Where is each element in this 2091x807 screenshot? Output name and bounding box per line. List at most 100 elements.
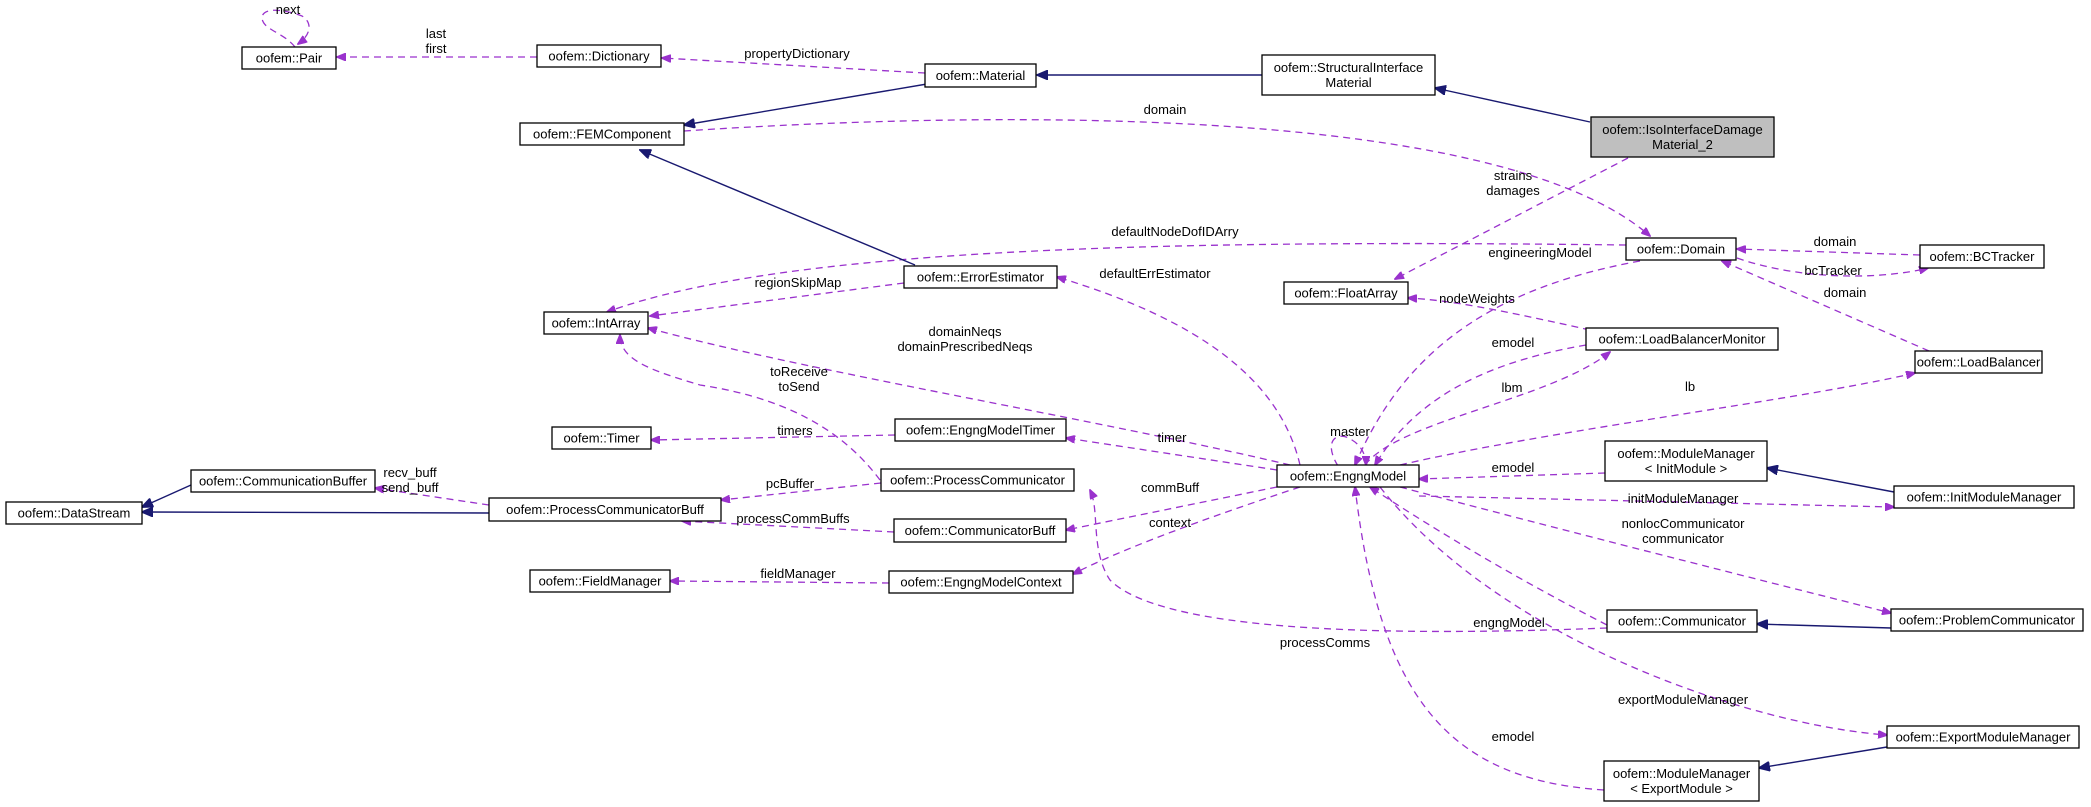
class-node-box	[1261, 54, 1436, 96]
class-node-label: oofem::ErrorEstimator	[917, 270, 1045, 285]
usage-edge-field-manager	[670, 581, 890, 583]
usage-edge-to-receive-send	[620, 335, 881, 481]
class-node-timer[interactable]: oofem::Timer	[551, 426, 652, 450]
usage-edge-recv-send-buff	[375, 488, 490, 506]
edge-label-comm-buff: commBuff	[1141, 480, 1200, 495]
class-node-bctracker[interactable]: oofem::BCTracker	[1919, 244, 2045, 269]
class-node-combuff[interactable]: oofem::CommunicatorBuff	[893, 518, 1067, 543]
class-node-box	[190, 469, 376, 493]
edge-label-pc-buffer: pcBuffer	[766, 476, 815, 491]
class-node-engtimer[interactable]: oofem::EngngModelTimer	[894, 418, 1067, 442]
usage-edge-process-comms	[1090, 490, 1608, 633]
edge-label-engineering-model: engineeringModel	[1488, 245, 1591, 260]
class-node-dictionary[interactable]: oofem::Dictionary	[536, 44, 662, 68]
edge-label-domain-bct: domain	[1814, 234, 1857, 249]
class-node-exportmm[interactable]: oofem::ExportModuleManager	[1886, 725, 2080, 749]
class-node-floatarray[interactable]: oofem::FloatArray	[1283, 281, 1409, 305]
edge-label-default-err-estimator: defaultErrEstimator	[1099, 266, 1211, 281]
class-node-label: oofem::Timer	[563, 431, 640, 446]
edge-label-engng-model: engngModel	[1473, 615, 1545, 630]
class-node-datastream[interactable]: oofem::DataStream	[5, 501, 143, 525]
class-node-material[interactable]: oofem::Material	[924, 63, 1037, 88]
edge-label-domain-fem: domain	[1144, 102, 1187, 117]
class-node-label: oofem::LoadBalancerMonitor	[1599, 332, 1767, 347]
usage-edge-default-err-estimator	[1057, 277, 1301, 466]
class-node-fieldmgr[interactable]: oofem::FieldManager	[529, 569, 671, 593]
class-node-errest[interactable]: oofem::ErrorEstimator	[903, 265, 1058, 289]
class-node-box	[888, 570, 1074, 594]
edge-label-default-node-dof: defaultNodeDofIDArry	[1111, 224, 1239, 239]
class-node-label: oofem::EngngModelContext	[900, 575, 1062, 590]
class-node-label: oofem::ModuleManager< ExportModule >	[1613, 766, 1751, 796]
class-node-label: oofem::FieldManager	[539, 574, 663, 589]
class-node-femcomp[interactable]: oofem::FEMComponent	[519, 122, 685, 146]
class-node-pcbuff[interactable]: oofem::ProcessCommunicatorBuff	[488, 497, 722, 522]
class-node-label: oofem::EngngModel	[1290, 469, 1406, 484]
usage-edge-lbm	[1364, 352, 1610, 466]
class-node-probcomm[interactable]: oofem::ProblemCommunicator	[1890, 608, 2084, 632]
edge-label-field-manager: fieldManager	[760, 566, 836, 581]
edge-label-lb: lb	[1685, 379, 1695, 394]
class-node-loadbal[interactable]: oofem::LoadBalancer	[1914, 350, 2043, 374]
class-node-label: oofem::Material	[936, 68, 1026, 83]
usage-edge-emodel-lbm	[1375, 344, 1587, 465]
class-node-box	[893, 518, 1067, 543]
usage-edge-node-weights	[1408, 298, 1591, 331]
inheritance-edge-29	[142, 484, 192, 507]
edge-label-emodel-mm: emodel	[1492, 460, 1535, 475]
class-node-initmm[interactable]: oofem::InitModuleManager	[1893, 485, 2075, 509]
class-node-label: oofem::BCTracker	[1930, 249, 2036, 264]
usage-edge-context	[1073, 486, 1301, 574]
class-node-box	[1625, 237, 1737, 261]
class-node-box	[924, 63, 1037, 88]
class-node-pair[interactable]: oofem::Pair	[241, 46, 337, 70]
class-node-proccomm[interactable]: oofem::ProcessCommunicator	[880, 468, 1075, 492]
class-node-domain[interactable]: oofem::Domain	[1625, 237, 1737, 261]
edge-label-master: master	[1330, 424, 1370, 439]
class-node-label: oofem::EngngModelTimer	[906, 423, 1056, 438]
class-node-commbuffer[interactable]: oofem::CommunicationBuffer	[190, 469, 376, 493]
usage-edge-domain-lb	[1722, 261, 1930, 352]
usage-edge-engineering-model	[1355, 260, 1641, 465]
class-node-box	[880, 468, 1075, 492]
edge-label-domain-lb: domain	[1824, 285, 1867, 300]
edge-label-timers: timers	[777, 423, 813, 438]
class-node-box	[1590, 116, 1775, 158]
class-node-label: oofem::ModuleManager< InitModule >	[1617, 446, 1755, 476]
class-node-label: oofem::CommunicatorBuff	[905, 523, 1056, 538]
edge-label-context: context	[1149, 515, 1191, 530]
class-node-mmexport[interactable]: oofem::ModuleManager< ExportModule >	[1603, 760, 1760, 802]
class-node-box	[488, 497, 722, 522]
class-node-engctx[interactable]: oofem::EngngModelContext	[888, 570, 1074, 594]
class-node-communicator[interactable]: oofem::Communicator	[1606, 609, 1758, 633]
class-node-label: oofem::FloatArray	[1294, 286, 1398, 301]
class-node-label: oofem::ExportModuleManager	[1896, 730, 2072, 745]
class-node-box	[903, 265, 1058, 289]
class-node-label: oofem::FEMComponent	[533, 127, 671, 142]
class-node-lbmonitor[interactable]: oofem::LoadBalancerMonitor	[1585, 327, 1779, 351]
edge-label-region-skip-map: regionSkipMap	[755, 275, 842, 290]
class-node-box	[5, 501, 143, 525]
usage-edge-domain-neqs	[648, 328, 1291, 466]
usage-edge-domain-bct	[1737, 249, 1921, 256]
usage-edge-default-node-dof	[607, 242, 1627, 312]
class-node-box	[543, 311, 649, 335]
class-node-intarray[interactable]: oofem::IntArray	[543, 311, 649, 335]
edge-label-init-module-manager: initModuleManager	[1628, 491, 1739, 506]
edge-label-process-comms: processComms	[1280, 635, 1371, 650]
class-node-mminit[interactable]: oofem::ModuleManager< InitModule >	[1604, 440, 1768, 482]
usage-edge-engng-model	[1370, 487, 1608, 626]
edge-label-process-comm-buffs: processCommBuffs	[736, 511, 850, 526]
class-node-label: oofem::Pair	[256, 51, 323, 66]
usage-edge-init-module-manager	[1418, 495, 1894, 507]
class-node-label: oofem::ProcessCommunicatorBuff	[506, 502, 704, 517]
class-node-engngmodel[interactable]: oofem::EngngModel	[1276, 464, 1420, 488]
inheritance-edge-26	[1767, 468, 1895, 493]
